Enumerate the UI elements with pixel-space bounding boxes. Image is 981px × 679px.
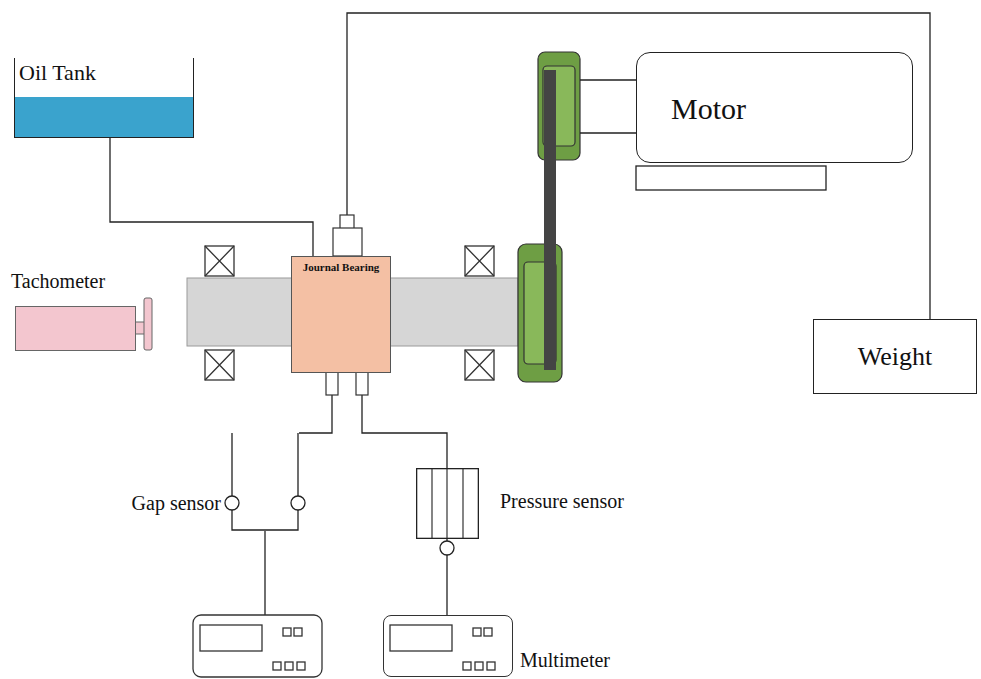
connector-wire — [110, 138, 313, 256]
oil-tank: Oil Tank — [14, 58, 194, 138]
multimeter-panel — [384, 616, 511, 675]
oil-fill — [15, 97, 193, 137]
drive-belt — [544, 70, 556, 370]
motor-box: Motor — [636, 52, 913, 163]
node-label: Journal Bearing — [292, 261, 390, 274]
weight-box: Weight — [813, 319, 977, 394]
support-bearing — [205, 246, 494, 380]
node-label: Gap sensor — [132, 491, 221, 515]
node-label: Multimeter — [520, 648, 610, 672]
pressure-sensor: Pressure sensor — [416, 468, 479, 539]
signal-wire — [264, 531, 265, 615]
node-label: Pressure sensor — [500, 489, 624, 513]
connector-wire — [362, 373, 447, 468]
node-label: Tachometer — [11, 269, 105, 293]
node-label: Weight — [814, 341, 976, 372]
gap-sensor-symbol — [231, 433, 299, 531]
tachometer-disc — [144, 298, 152, 350]
node-label: Oil Tank — [19, 60, 96, 86]
pressure-sensor-symbol — [416, 468, 479, 539]
node-label: Motor — [671, 91, 746, 127]
journal-bearing-box: Journal Bearing — [291, 256, 391, 373]
motor-base — [636, 166, 826, 190]
gap-sensor: Gap sensor — [231, 433, 299, 531]
multimeter-display — [193, 615, 322, 677]
motor-shaft — [580, 80, 636, 133]
multimeter-display: Multimeter — [383, 615, 513, 677]
pressure-sensor-port — [440, 541, 454, 555]
pulley — [518, 52, 580, 382]
tachometer-body: Tachometer — [15, 306, 136, 351]
connector-wire — [347, 13, 930, 319]
